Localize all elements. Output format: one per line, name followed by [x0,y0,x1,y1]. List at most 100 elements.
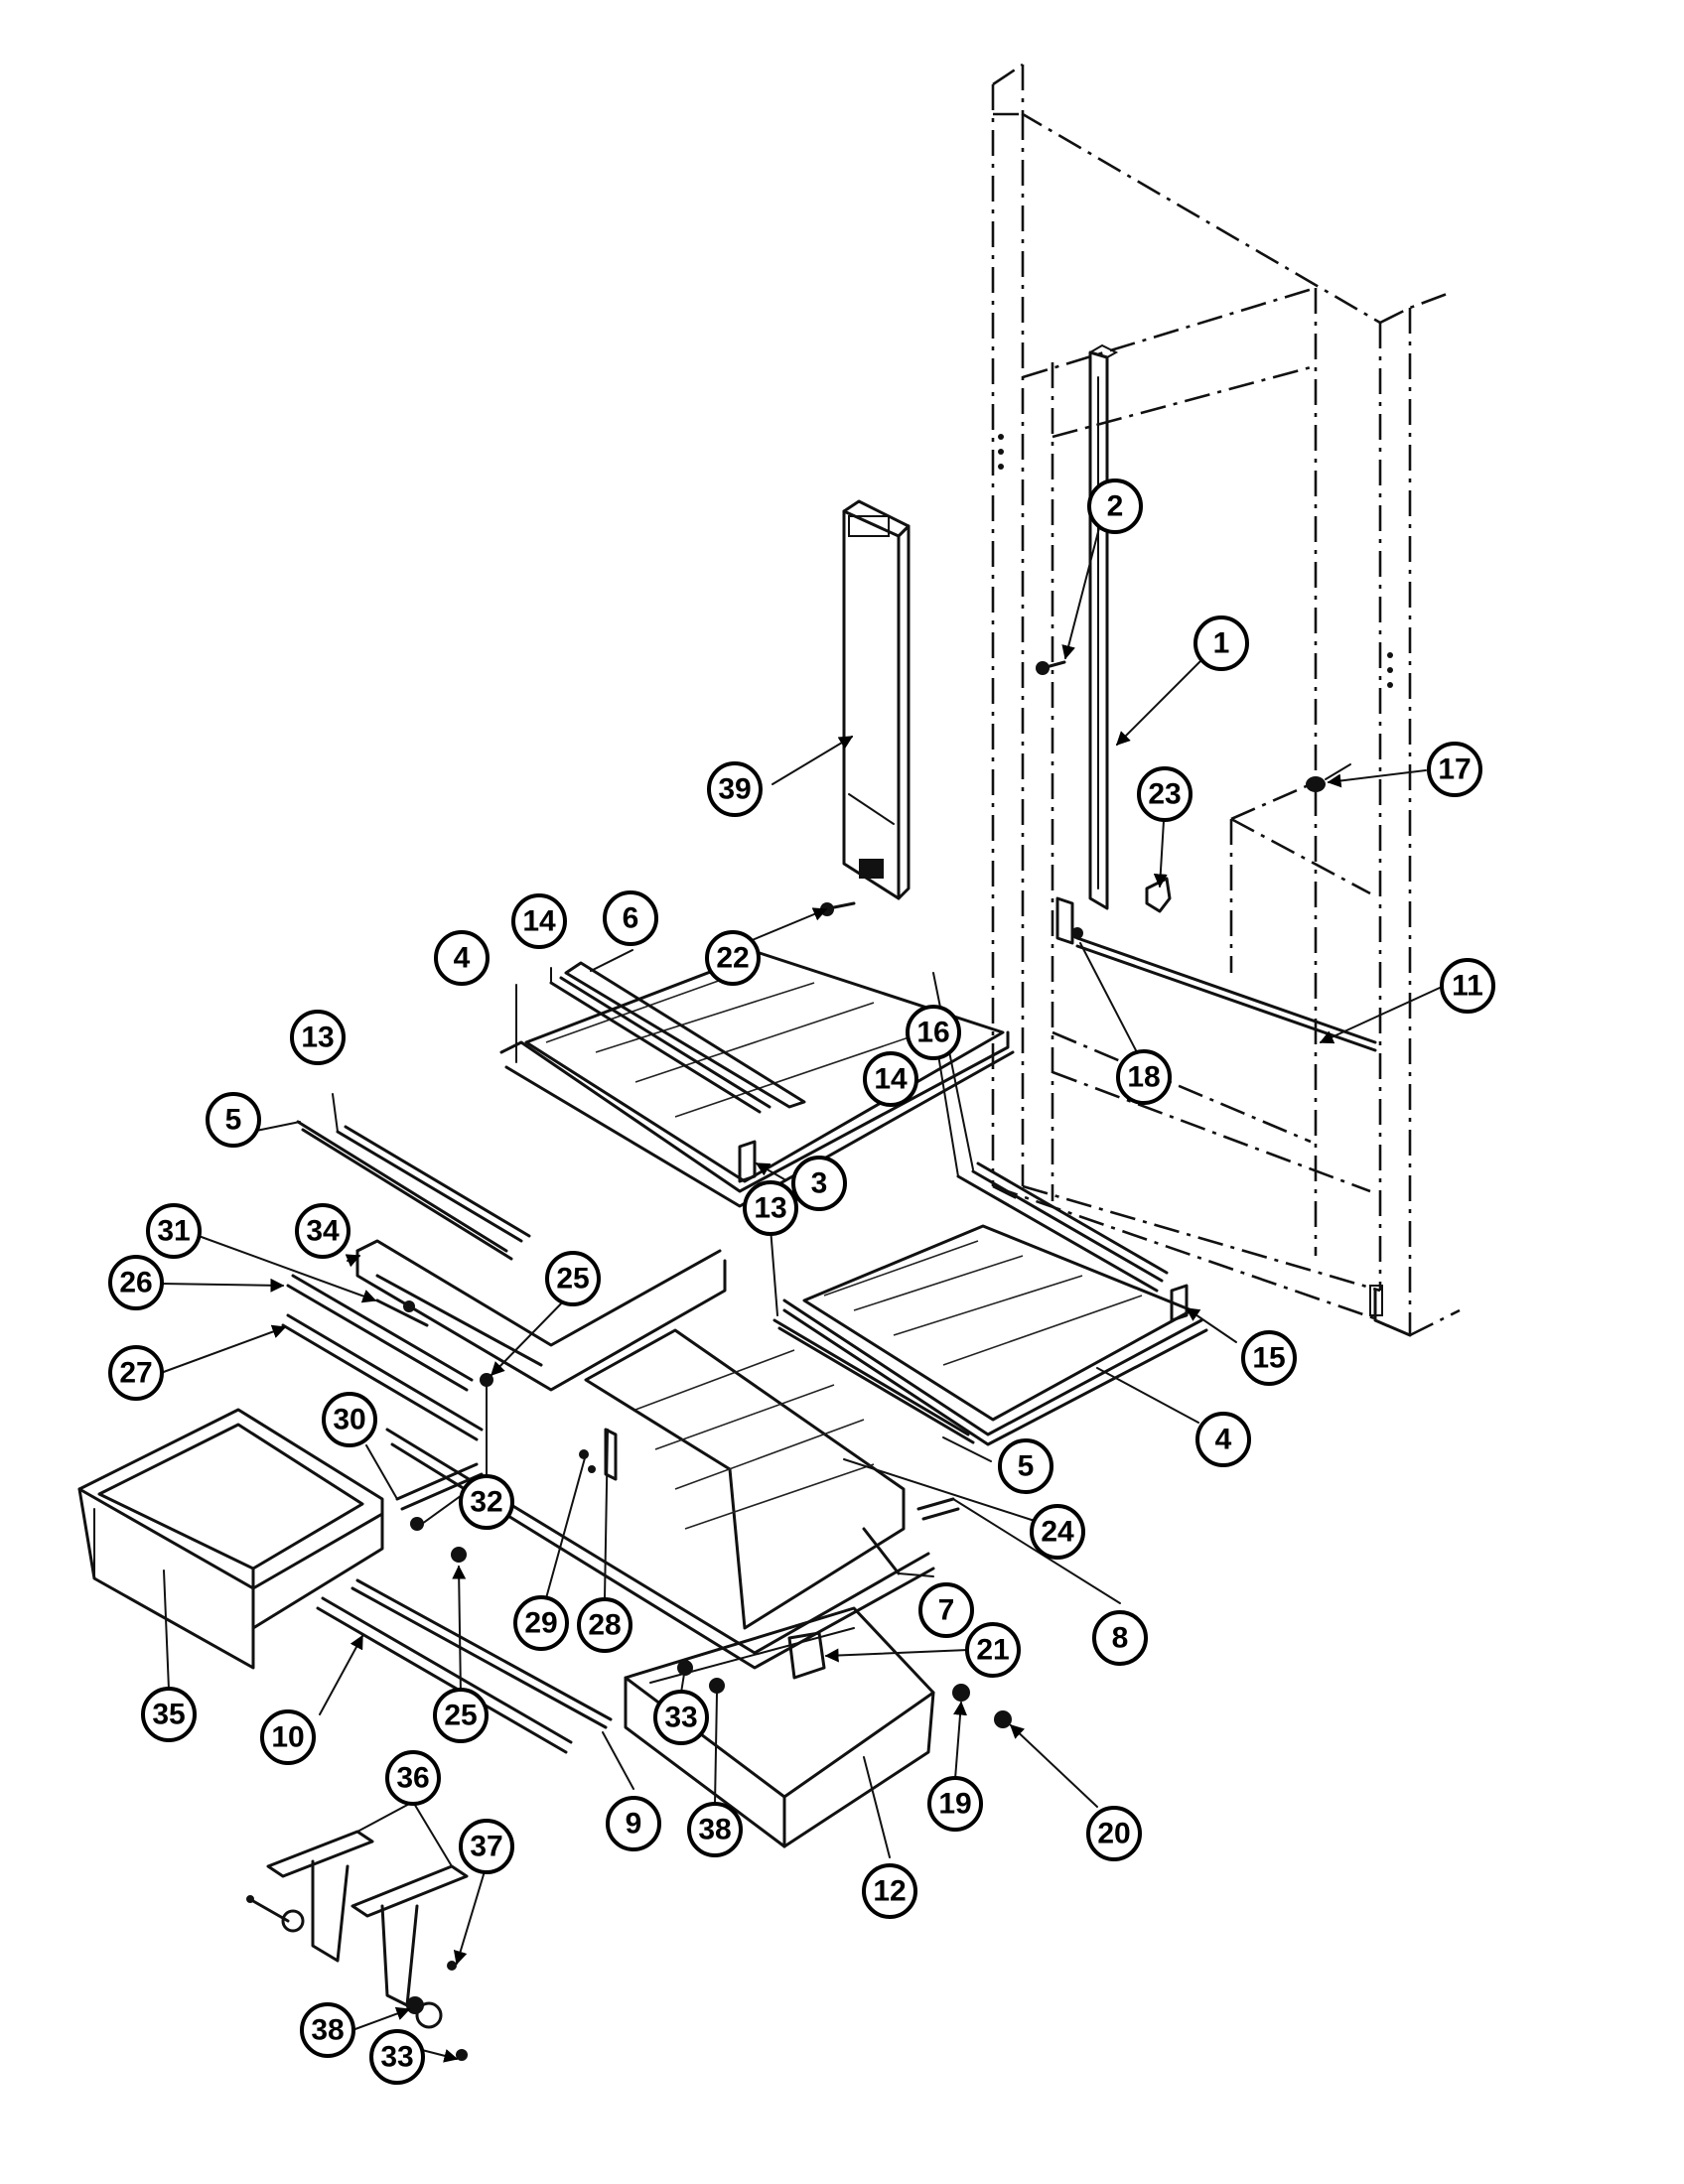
svg-text:17: 17 [1438,753,1471,786]
roller-20 [994,1710,1012,1728]
svg-text:38: 38 [311,2014,344,2047]
roller-38-lower [406,1996,424,2014]
roller-32 [410,1517,424,1531]
cap-17 [1306,763,1351,792]
svg-text:22: 22 [716,942,749,975]
shelf-rail-14-left [549,976,772,1114]
svg-text:12: 12 [873,1875,906,1908]
callout-24: 24 [1030,1504,1085,1560]
callout-32: 32 [459,1474,514,1530]
callout-14-right: 14 [863,1051,918,1107]
shelf-ladder-1 [1088,343,1119,910]
slide-rail-10 [316,1596,573,1754]
callout-16: 16 [906,1005,961,1060]
callout-18: 18 [1116,1049,1172,1105]
svg-text:33: 33 [380,2041,413,2074]
callout-4-right: 4 [1195,1412,1251,1467]
clip-23 [1145,877,1172,913]
crisper-frame-26 [286,1274,474,1392]
callout-8: 8 [1092,1610,1148,1666]
callout-5-right: 5 [998,1438,1053,1494]
callout-26: 26 [108,1255,164,1310]
callout-25-upper: 25 [545,1251,601,1306]
shelf-rail-5-left [296,1120,513,1261]
svg-text:18: 18 [1127,1061,1160,1094]
crisper-glass-cover-24 [385,1328,935,1670]
svg-text:16: 16 [916,1017,949,1049]
svg-text:25: 25 [444,1700,477,1732]
callout-36: 36 [385,1750,441,1806]
roller-19 [952,1684,970,1702]
svg-text:7: 7 [938,1594,955,1627]
crisper-drawer-35 [77,1408,384,1670]
svg-text:38: 38 [698,1814,731,1846]
callout-13-left: 13 [290,1010,346,1065]
crisper-rod-11 [1075,936,1377,1052]
shelf-rail-13-left [336,1125,531,1243]
callout-20: 20 [1086,1806,1142,1861]
callout-22: 22 [705,930,761,986]
pin-29 [579,1449,596,1473]
callout-27: 27 [108,1345,164,1401]
roller-25-lower [451,1547,467,1563]
screw-37 [447,1961,457,1971]
svg-text:4: 4 [1215,1424,1232,1456]
callout-21: 21 [965,1622,1021,1678]
screw-2 [1036,660,1066,675]
shelf-rail-16 [971,1161,1169,1283]
svg-text:2: 2 [1107,490,1124,523]
svg-text:32: 32 [470,1486,502,1519]
callout-19: 19 [927,1776,983,1832]
rail-30 [395,1462,484,1511]
svg-text:34: 34 [306,1215,340,1248]
callout-3: 3 [791,1156,847,1211]
svg-text:20: 20 [1097,1818,1130,1850]
svg-text:24: 24 [1041,1516,1074,1549]
crisper-frame-27 [281,1313,484,1441]
callout-6: 6 [603,890,658,946]
callout-37: 37 [459,1819,514,1874]
bracket-21 [787,1631,826,1680]
svg-text:3: 3 [811,1167,828,1200]
hinge-bracket-36 [246,1830,469,2029]
svg-text:33: 33 [664,1702,697,1734]
callout-33-upper: 33 [653,1690,709,1745]
slide-31 [375,1298,429,1327]
svg-text:23: 23 [1148,778,1181,811]
svg-text:29: 29 [524,1607,557,1640]
svg-text:10: 10 [271,1721,304,1754]
callout-39: 39 [707,761,763,817]
shelf-rail-14-right [956,1174,1159,1293]
callout-38-lower: 38 [300,2002,355,2058]
callout-12: 12 [862,1863,917,1919]
roller-38-upper [709,1678,725,1694]
callout-29: 29 [513,1595,569,1651]
svg-text:30: 30 [333,1404,365,1436]
svg-text:39: 39 [718,773,751,806]
svg-text:8: 8 [1112,1622,1129,1655]
svg-text:9: 9 [626,1808,642,1841]
refrigerator-cabinet-outline [991,63,1461,1337]
svg-text:5: 5 [1018,1450,1035,1483]
callout-17: 17 [1427,742,1482,797]
svg-text:31: 31 [157,1215,190,1248]
callout-23: 23 [1137,766,1193,822]
callout-30: 30 [322,1392,377,1447]
callout-25-lower: 25 [433,1688,489,1743]
callout-15: 15 [1241,1330,1297,1386]
shelf-rail-6 [564,961,806,1109]
callout-14-left: 14 [511,893,567,949]
svg-text:11: 11 [1452,970,1483,1003]
svg-text:4: 4 [454,942,471,975]
svg-text:27: 27 [119,1357,152,1390]
callout-38-upper: 38 [687,1802,743,1857]
shelf-rail-5-right [772,1318,975,1444]
svg-text:25: 25 [556,1263,589,1296]
callout-9: 9 [606,1796,661,1851]
screw-33-lower [456,2049,468,2061]
rod-support-18 [1055,896,1083,945]
leader-lines [160,523,1441,2063]
callout-35: 35 [141,1687,197,1742]
bracket-28 [604,1428,618,1481]
